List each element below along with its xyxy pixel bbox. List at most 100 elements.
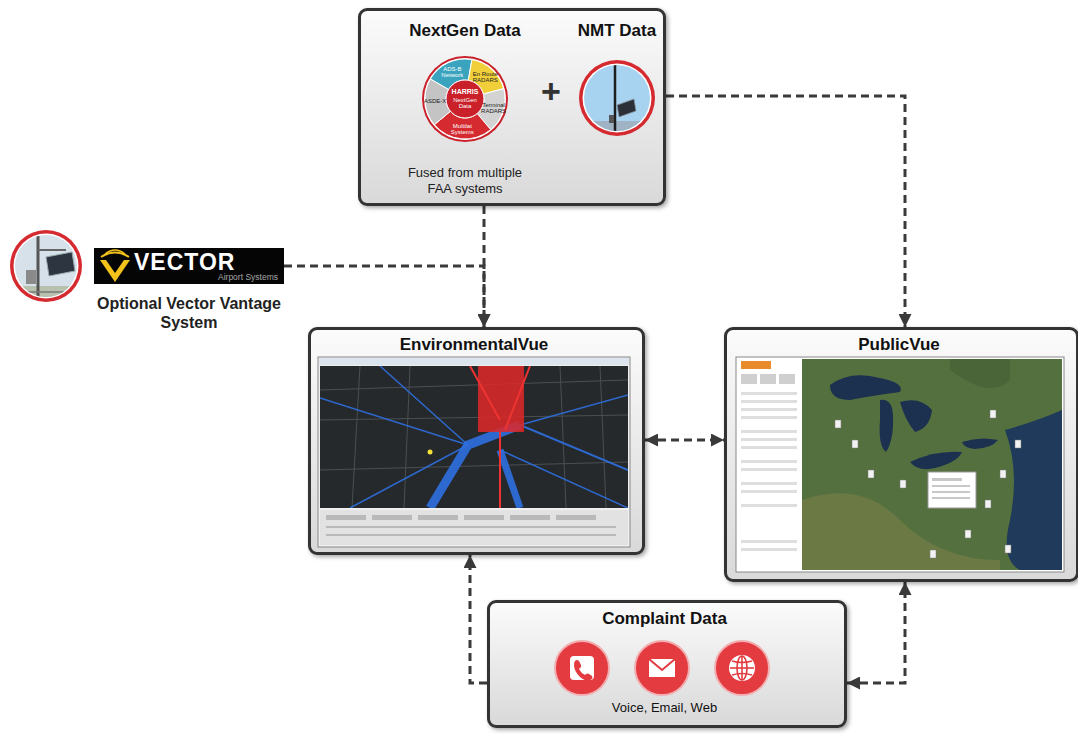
publicvue-screenshot (830, 375, 998, 469)
circle-caption: Fused from multiple FAA systems (395, 165, 535, 196)
vantage-station-icon (37, 236, 40, 300)
segment-label: Terminal RADARS (477, 102, 511, 115)
text-slot: NextGen Data (385, 21, 545, 41)
environmentalvue-screenshot (326, 515, 366, 520)
publicvue-screenshot (900, 400, 932, 432)
publicvue-screenshot (741, 361, 771, 369)
source-panel: NextGen DataADS-B NetworkEn Route RADARS… (358, 8, 666, 206)
text-slot: PublicVue (727, 335, 1071, 355)
publicvue-screenshot (965, 530, 971, 538)
publicvue-screenshot (932, 491, 970, 493)
environmentalvue-box: EnvironmentalVue (308, 327, 645, 555)
publicvue-screenshot (741, 540, 797, 543)
publicvue-screenshot (985, 500, 991, 508)
vector-logo-mark (100, 260, 130, 282)
publicvue-screenshot (741, 504, 797, 507)
publicvue-screenshot (741, 430, 797, 433)
vantage-station-icon (26, 270, 36, 284)
system-caption: Optional Vector Vantage System (69, 294, 309, 332)
publicvue-screenshot (962, 438, 998, 449)
vantage-station-icon (10, 236, 82, 306)
environmentalvue-screenshot (520, 425, 628, 470)
publicvue-screenshot (741, 374, 757, 384)
text-slot: ASDE-X (418, 95, 452, 109)
publicvue-screenshot (736, 357, 1064, 572)
publicvue-screenshot (741, 416, 797, 419)
publicvue-screenshot (741, 392, 797, 395)
nmt-ring (579, 60, 655, 136)
publicvue-screenshot (779, 374, 795, 384)
environmentalvue-screenshot (320, 462, 628, 470)
segment-label: ADS-B Network (435, 66, 469, 79)
nmt-mast (578, 65, 656, 137)
phone-icon (574, 660, 593, 681)
publicvue-screenshot (802, 359, 1062, 570)
publicvue-screenshot (736, 357, 1064, 572)
text-slot: En Route RADARS (468, 70, 502, 84)
environmentalvue-screenshot (320, 366, 628, 508)
vector-logo-mark (101, 253, 129, 258)
environmentalvue-screenshot (505, 366, 530, 430)
vantage-station-icon (38, 249, 66, 251)
web-icon (741, 656, 743, 680)
environmentalvue-screenshot (560, 366, 566, 508)
publicvue-screenshot (802, 359, 1062, 570)
environmentalvue-screenshot (520, 395, 628, 425)
dashed-connector (645, 439, 724, 442)
dashed-connector (483, 206, 486, 327)
publicvue-screenshot (932, 497, 970, 499)
publicvue-screenshot (760, 374, 776, 384)
environmentalvue-screenshot (470, 366, 530, 508)
vector-logo: VECTORAirport SystemsOptional Vector Van… (94, 248, 284, 284)
environmentalvue-screenshot (556, 515, 596, 520)
publicvue-screenshot (741, 446, 797, 449)
web-icon (715, 641, 769, 695)
vector-logo-mark (105, 250, 125, 254)
nmt-ground (578, 121, 656, 137)
circle-heading: NextGen Data (385, 21, 545, 41)
publicvue-screenshot (802, 493, 1000, 570)
publicvue-screenshot (741, 468, 797, 471)
publicvue-screenshot (741, 490, 797, 493)
brand-label: HARRIS (445, 88, 485, 96)
circle-heading: NMT Data (537, 21, 697, 41)
vantage-station-icon (18, 291, 76, 293)
nmt-data-circle: NMT Data (578, 59, 656, 137)
environmentalvue-screenshot (326, 526, 616, 528)
nmt-icon (578, 59, 656, 137)
environmentalvue-screenshot (350, 445, 468, 508)
environmentalvue-screenshot (380, 366, 468, 445)
channel-list: Voice, Email, Web (490, 700, 839, 716)
publicvue-screenshot (835, 410, 1021, 558)
environmentalvue-screenshot (478, 366, 524, 432)
publicvue-screenshot (835, 420, 841, 428)
publicvue-screenshot (741, 548, 797, 551)
environmentalvue-screenshot (320, 415, 628, 420)
publicvue-screenshot (932, 478, 970, 499)
segment-label: ASDE-X (424, 98, 446, 104)
dashed-connector (847, 582, 905, 683)
vantage-station-icon (14, 234, 79, 299)
environmentalvue-screenshot (326, 515, 616, 536)
ring-gap (424, 58, 506, 140)
phone-icon (570, 656, 594, 680)
publicvue-screenshot (741, 374, 795, 384)
phone-icon (555, 641, 609, 695)
ring-center (446, 80, 484, 118)
box-title: EnvironmentalVue (311, 335, 637, 355)
dashed-connector (470, 555, 487, 683)
environmentalvue-screenshot (319, 358, 629, 365)
text-slot: EnvironmentalVue (311, 335, 637, 355)
publicvue-screenshot (741, 482, 797, 485)
center-label: NextGen Data (448, 97, 482, 110)
publicvue-screenshot (930, 550, 936, 558)
email-icon (649, 659, 675, 677)
plus-sign: + (531, 71, 571, 112)
web-icon (732, 661, 752, 663)
box-title: PublicVue (727, 335, 1071, 355)
environmentalvue-screenshot (320, 366, 628, 508)
web-icon (730, 656, 754, 680)
environmentalvue-screenshot (320, 366, 628, 508)
publicvue-screenshot (900, 480, 906, 488)
